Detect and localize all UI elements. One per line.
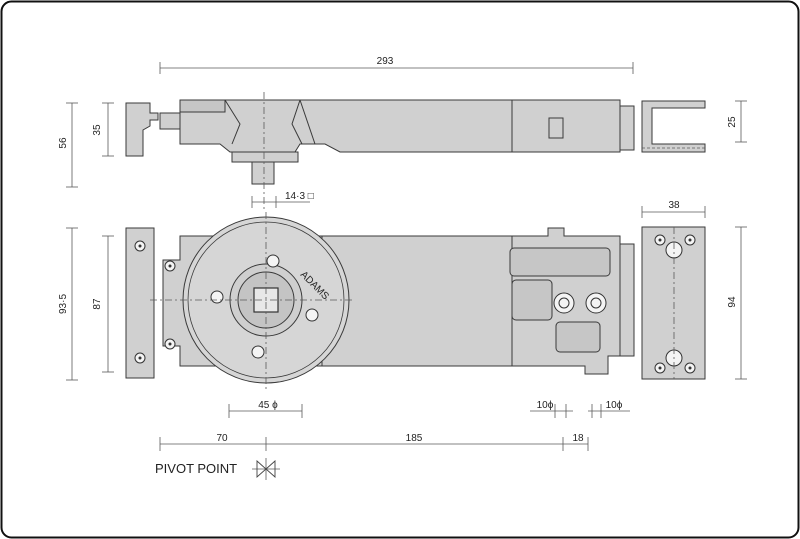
dim-length-end: 18: [572, 433, 584, 444]
dim-offset-pivot: 70: [216, 433, 228, 444]
pivot-point-legend: PIVOT POINT: [155, 458, 280, 480]
dim-valve-1: 10ϕ: [537, 400, 554, 411]
dim-plate-height-left: 93·5: [58, 294, 69, 314]
main-body-side: [179, 99, 621, 153]
dim-spindle-size: 14·3 □: [285, 191, 314, 202]
left-end-bracket: [125, 102, 159, 157]
dim-plate-width: 38: [668, 200, 680, 211]
dim-body-height-inner: 35: [92, 124, 103, 136]
right-u-bracket: [641, 100, 706, 153]
dim-length-main: 185: [406, 433, 423, 444]
dim-valve-2: 10ϕ: [606, 400, 623, 411]
dim-body-height: 56: [58, 137, 69, 149]
stub-block: [159, 112, 181, 130]
plan-view: ADAMS 38 93·5 87 94: [58, 200, 747, 451]
dim-pivot-diameter: 45 ϕ: [258, 400, 278, 411]
spindle-block: [251, 161, 275, 185]
dim-overall-length: 293: [377, 56, 394, 67]
pivot-symbol-icon: [252, 458, 280, 480]
dim-plate-height-inner: 87: [92, 298, 103, 310]
dim-plate-height-right: 94: [727, 296, 738, 308]
dim-bracket-height: 25: [727, 116, 738, 128]
side-elevation: 293 56 35 25: [58, 56, 747, 212]
pivot-point-label: PIVOT POINT: [155, 461, 237, 476]
